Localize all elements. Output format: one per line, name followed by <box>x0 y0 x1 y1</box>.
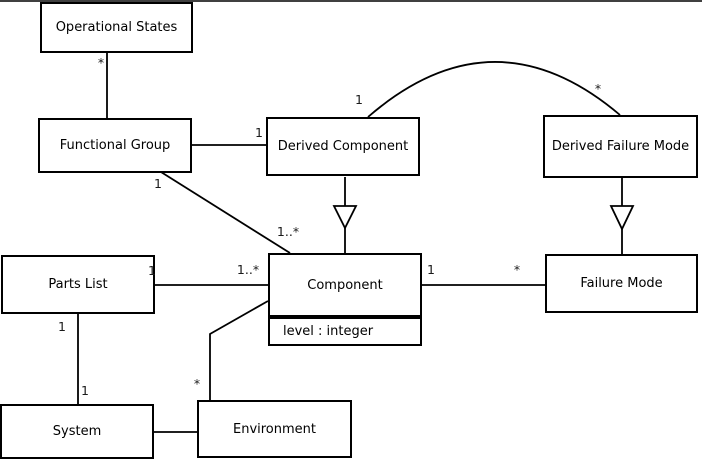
class-attribute: level : integer <box>283 324 374 339</box>
class-name: Operational States <box>55 20 178 35</box>
generalization-triangle-icon <box>609 205 635 232</box>
class-component[interactable]: Component level : integer <box>268 253 422 346</box>
class-failure-mode[interactable]: Failure Mode <box>545 254 698 313</box>
class-name: Environment <box>232 421 316 437</box>
multiplicity-label: * <box>513 261 521 277</box>
association-functional-group-component <box>160 171 291 254</box>
association-derived-component-derived-failure-mode-arc <box>367 61 621 118</box>
association-environment-component <box>209 300 269 400</box>
generalization-triangle-icon <box>332 205 358 231</box>
class-parts-list[interactable]: Parts List <box>1 255 155 314</box>
multiplicity-label: * <box>97 54 105 70</box>
class-derived-failure-mode[interactable]: Derived Failure Mode <box>543 115 698 178</box>
multiplicity-label: 1 <box>148 262 156 278</box>
class-functional-group[interactable]: Functional Group <box>38 118 192 173</box>
multiplicity-label: * <box>594 80 602 96</box>
class-name: Derived Component <box>277 139 409 154</box>
multiplicity-label: 1 <box>58 318 66 334</box>
class-name: Parts List <box>48 277 108 292</box>
class-derived-component[interactable]: Derived Component <box>266 117 420 176</box>
class-system[interactable]: System <box>0 404 154 459</box>
multiplicity-label: * <box>193 375 201 391</box>
class-environment[interactable]: Environment <box>197 400 352 458</box>
class-name: Derived Failure Mode <box>551 139 690 154</box>
multiplicity-label: 1 <box>81 382 89 398</box>
class-name: Failure Mode <box>580 276 663 291</box>
multiplicity-label: 1 <box>154 175 162 191</box>
multiplicity-label: 1 <box>255 124 263 140</box>
multiplicity-label: 1..* <box>236 261 260 277</box>
class-name-compartment: Component <box>270 255 420 319</box>
class-name: Component <box>307 277 383 293</box>
multiplicity-label: 1 <box>355 91 363 107</box>
multiplicity-label: 1 <box>427 261 435 277</box>
class-name: Functional Group <box>59 138 171 153</box>
multiplicity-label: 1..* <box>276 223 300 239</box>
class-name: System <box>52 424 102 439</box>
class-operational-states[interactable]: Operational States <box>40 2 193 53</box>
